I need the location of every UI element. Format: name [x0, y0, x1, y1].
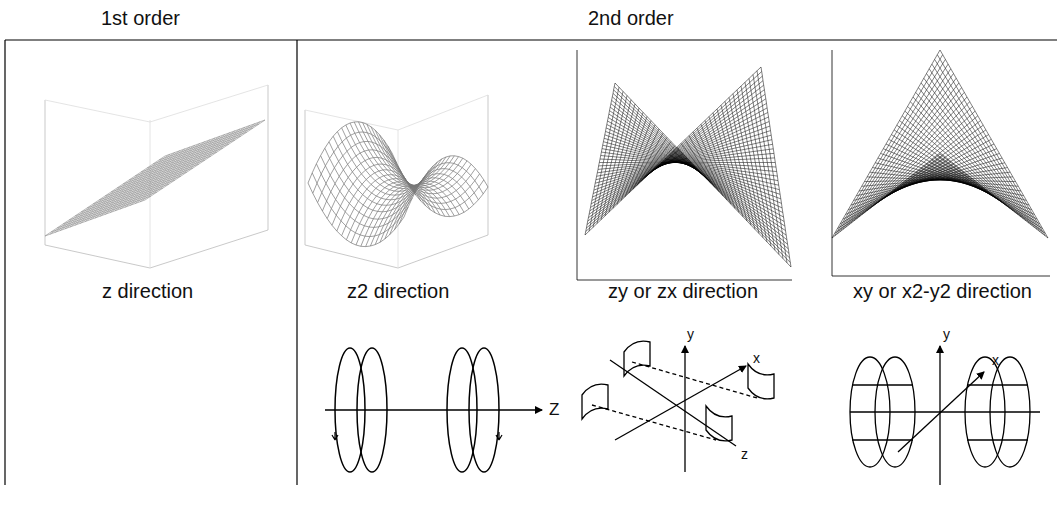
mesh-line [588, 90, 764, 218]
mesh-line [599, 162, 775, 163]
mesh-line [354, 122, 450, 186]
mesh-line [935, 158, 1043, 228]
mesh-line [587, 81, 763, 225]
axis-label: x [753, 350, 760, 366]
mesh-line [697, 128, 727, 200]
mesh-line [577, 50, 792, 280]
mesh-line [586, 72, 762, 232]
axis-label: x [992, 352, 999, 368]
mesh-line [399, 163, 483, 224]
mesh-line [385, 178, 469, 239]
axis-label: y [943, 326, 950, 342]
column-heading: 1st order [101, 7, 180, 30]
mesh-line [843, 162, 951, 219]
column-heading: 2nd order [588, 7, 674, 30]
panel-caption: z2 direction [347, 280, 449, 303]
mesh-line [321, 156, 417, 220]
maxwell-coils [325, 348, 542, 472]
mesh-line [159, 124, 259, 160]
mesh-line [835, 156, 943, 233]
mesh-line [693, 132, 723, 196]
mesh-line [733, 94, 763, 238]
mesh-line [358, 122, 454, 186]
mesh-line [610, 107, 786, 235]
mesh-line [596, 140, 772, 180]
mesh-line [305, 95, 488, 268]
mesh-line [45, 85, 268, 268]
mesh-line [606, 131, 782, 203]
mesh-line [55, 152, 175, 232]
mesh-line [725, 101, 755, 229]
saddle-surface [305, 95, 488, 268]
mesh-line [591, 108, 767, 204]
mesh-line [380, 181, 464, 242]
panel-caption: xy or x2-y2 direction [853, 280, 1032, 303]
mesh-line [757, 71, 787, 263]
saddle-coils [582, 341, 774, 472]
mesh-line [147, 132, 247, 168]
mesh-line [837, 158, 945, 228]
table-lines [5, 40, 1057, 485]
mesh-line [929, 162, 1037, 219]
mesh-line [745, 82, 775, 250]
axis-label: Z [549, 400, 559, 420]
table-column: 2nd order [297, 0, 1057, 485]
mesh-line [45, 85, 268, 268]
hyperbolic-mesh [577, 50, 792, 280]
mesh-line [404, 156, 488, 217]
mesh-line [761, 67, 791, 267]
mesh-line [586, 76, 762, 228]
mesh-line [590, 99, 766, 211]
mesh-line [713, 113, 743, 217]
mesh-line [608, 121, 784, 217]
mesh-line [940, 154, 1048, 238]
mesh-line [379, 135, 475, 199]
golay-coils [850, 346, 1040, 485]
mesh-line [741, 86, 771, 246]
mesh-line [308, 122, 392, 183]
mesh-line [593, 122, 769, 194]
axis-label: z [741, 446, 748, 462]
table-column: 1st order [5, 0, 297, 485]
saddle-mesh [832, 50, 1050, 276]
mesh-line [325, 148, 421, 212]
mesh-line [709, 117, 739, 213]
mesh-line [614, 90, 790, 258]
mesh-line [729, 98, 759, 234]
mesh-line [589, 94, 765, 214]
mesh-line [165, 120, 265, 156]
mesh-line [591, 103, 767, 207]
mesh-line [832, 50, 1050, 276]
plane-surface [45, 85, 268, 268]
mesh-line [394, 169, 478, 230]
mesh-line [367, 124, 463, 188]
mesh-line [316, 164, 412, 228]
mesh-line [45, 156, 165, 236]
mesh-line [390, 174, 474, 235]
panel-caption: z direction [102, 280, 193, 303]
mesh-line [375, 183, 459, 244]
mesh-line [363, 123, 459, 187]
mesh-line [832, 154, 940, 238]
mesh-line [50, 154, 170, 234]
mesh-line [932, 160, 1040, 224]
mesh-line [595, 135, 771, 183]
mesh-line [721, 105, 751, 225]
mesh-line [595, 131, 771, 187]
mesh-line [717, 109, 747, 221]
mesh-line [585, 67, 761, 235]
mesh-line [312, 173, 408, 237]
panel-caption: zy or zx direction [608, 280, 758, 303]
mesh-line [308, 183, 404, 247]
mesh-line [840, 160, 948, 224]
mesh-line [305, 95, 488, 268]
mesh-line [753, 75, 783, 259]
mesh-line [153, 128, 253, 164]
axis-label: y [687, 326, 694, 342]
mesh-line [588, 85, 764, 221]
mesh-line [937, 156, 1045, 233]
mesh-line [737, 90, 767, 242]
mesh-line [749, 79, 779, 255]
